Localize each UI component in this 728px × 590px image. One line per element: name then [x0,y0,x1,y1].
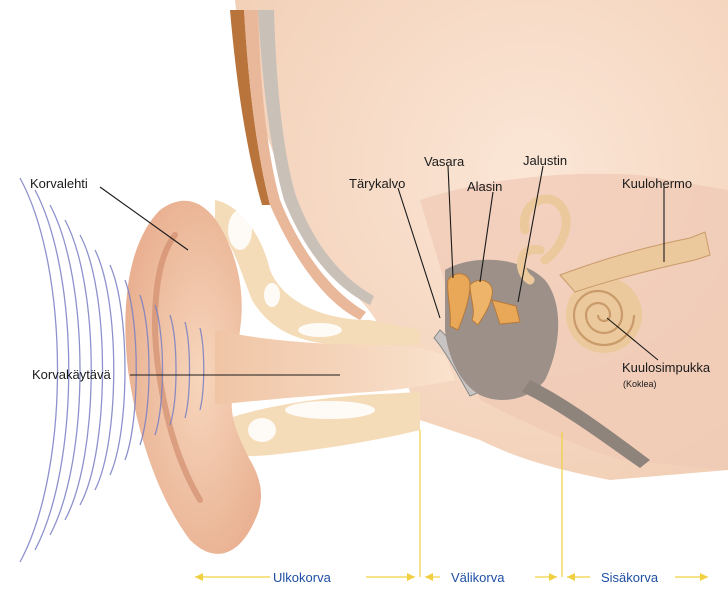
section-valikorva: Välikorva [448,570,507,585]
label-kuulosimpukka: Kuulosimpukka [622,360,710,375]
section-sisakorva: Sisäkorva [598,570,661,585]
label-koklea: (Koklea) [623,377,657,392]
label-vasara: Vasara [424,154,464,169]
section-ulkokorva: Ulkokorva [270,570,334,585]
label-tarykalvo: Tärykalvo [349,176,405,191]
label-korvalehti: Korvalehti [30,176,88,191]
label-kuulohermo: Kuulohermo [622,176,692,191]
label-jalustin: Jalustin [523,153,567,168]
label-alasin: Alasin [467,179,502,194]
label-korvakaytava: Korvakäytävä [32,367,111,382]
